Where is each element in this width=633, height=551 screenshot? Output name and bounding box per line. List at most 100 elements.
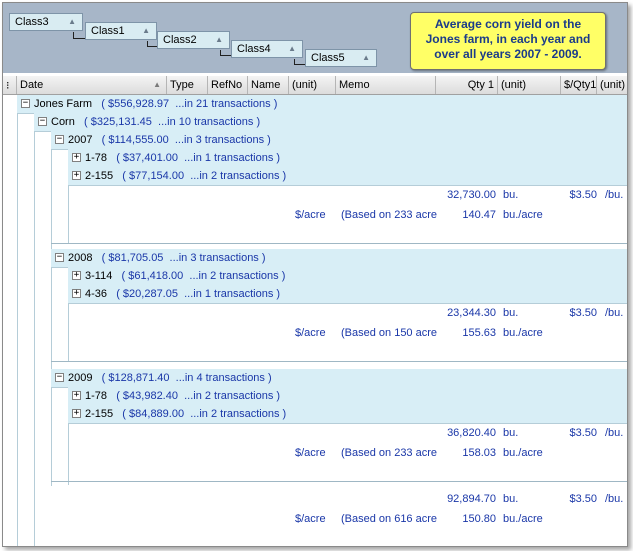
collapse-icon[interactable]: − xyxy=(55,252,64,262)
column-header-unit[interactable]: (unit) xyxy=(289,76,336,94)
group-crop-label: Corn ( $325,131.45 ...in 10 transactions… xyxy=(51,116,260,128)
group-year-row[interactable] xyxy=(51,369,627,387)
group-connector xyxy=(147,41,158,47)
group-year-row[interactable] xyxy=(51,131,627,149)
group-field-row[interactable] xyxy=(68,387,627,405)
year-total-per-acre-unit: $/acre xyxy=(295,209,326,221)
column-header-refno[interactable]: RefNo xyxy=(208,76,248,94)
group-field-row[interactable] xyxy=(68,149,627,167)
year-total-qty: 36,820.40 xyxy=(447,427,496,439)
group-field-row[interactable] xyxy=(68,267,627,285)
expand-icon[interactable]: + xyxy=(72,390,81,400)
expand-icon[interactable]: + xyxy=(72,288,81,298)
collapse-icon[interactable]: − xyxy=(38,116,47,126)
note-line: over all years 2007 - 2009. xyxy=(434,47,582,61)
year-total-memo: (Based on 150 acre xyxy=(341,327,438,339)
grand-total-per-acre-unit: $/acre xyxy=(295,513,326,525)
group-chip-class5[interactable]: Class5 ▲ xyxy=(305,49,377,67)
expand-icon[interactable]: + xyxy=(72,170,81,180)
column-header-qty1[interactable]: Qty 1 xyxy=(436,76,498,94)
group-name: Jones Farm xyxy=(34,98,93,110)
collapse-icon[interactable]: − xyxy=(55,372,64,382)
group-chip-label: Class2 xyxy=(163,34,197,46)
collapse-icon[interactable]: − xyxy=(55,134,64,144)
group-field-label: 2-155 ( $84,889.00 ...in 2 transactions … xyxy=(85,408,286,420)
column-header-qty-unit[interactable]: (unit) xyxy=(498,76,561,94)
year-total-per-acre-unit: $/acre xyxy=(295,327,326,339)
group-year-label: 2009 ( $128,871.40 ...in 4 transactions … xyxy=(68,372,272,384)
group-name: 3-114 xyxy=(85,270,113,282)
grand-total-yield: 150.80 xyxy=(462,513,496,525)
group-connector xyxy=(220,50,231,56)
section-divider xyxy=(51,481,627,482)
group-summary: ( $43,982.40 ...in 2 transactions ) xyxy=(107,390,281,402)
sort-ascending-icon: ▲ xyxy=(362,53,370,62)
year-total-yield-unit: bu./acre xyxy=(503,209,543,221)
row-divider xyxy=(68,423,627,424)
section-divider xyxy=(51,361,627,362)
group-summary: ( $128,871.40 ...in 4 transactions ) xyxy=(92,372,272,384)
group-summary: ( $325,131.45 ...in 10 transactions ) xyxy=(74,116,261,128)
group-chip-class1[interactable]: Class1 ▲ xyxy=(85,22,157,40)
group-field-row[interactable] xyxy=(68,167,627,185)
callout-note: Average corn yield on the Jones farm, in… xyxy=(410,12,606,70)
year-total-yield-unit: bu./acre xyxy=(503,447,543,459)
expand-icon[interactable]: + xyxy=(72,408,81,418)
group-chip-class4[interactable]: Class4 ▲ xyxy=(231,40,303,58)
group-name: 1-78 xyxy=(85,152,108,164)
collapse-icon[interactable]: − xyxy=(21,98,30,108)
year-total-price: $3.50 xyxy=(569,189,597,201)
expand-icon[interactable]: + xyxy=(72,152,81,162)
group-chip-label: Class4 xyxy=(237,43,271,55)
group-by-band: Class3 ▲ Class1 ▲ Class2 ▲ Class4 ▲ Clas… xyxy=(3,3,627,73)
group-crop-row[interactable] xyxy=(34,113,627,131)
group-field-label: 1-78 ( $43,982.40 ...in 2 transactions ) xyxy=(85,390,280,402)
group-name: 2-155 xyxy=(85,408,114,420)
sort-ascending-icon: ▲ xyxy=(142,26,150,35)
year-total-yield: 140.47 xyxy=(462,209,496,221)
group-connector xyxy=(294,59,305,65)
row-selector-icon[interactable]: ⁝ xyxy=(3,76,17,94)
grand-total-yield-unit: bu./acre xyxy=(503,513,543,525)
tree-line xyxy=(68,267,69,361)
group-chip-class3[interactable]: Class3 ▲ xyxy=(9,13,83,31)
report-window: Class3 ▲ Class1 ▲ Class2 ▲ Class4 ▲ Clas… xyxy=(2,2,628,547)
year-total-per-acre-unit: $/acre xyxy=(295,447,326,459)
group-farm-row[interactable] xyxy=(17,95,627,113)
group-field-row[interactable] xyxy=(68,405,627,423)
column-header-name[interactable]: Name xyxy=(248,76,289,94)
group-field-label: 1-78 ( $37,401.00 ...in 1 transactions ) xyxy=(85,152,280,164)
group-year-row[interactable] xyxy=(51,249,627,267)
sort-ascending-icon: ▲ xyxy=(153,80,161,89)
group-chip-class2[interactable]: Class2 ▲ xyxy=(157,31,230,49)
grand-total-price: $3.50 xyxy=(569,493,597,505)
column-header-type[interactable]: Type xyxy=(167,76,208,94)
year-total-qty: 32,730.00 xyxy=(447,189,496,201)
group-name: 2-155 xyxy=(85,170,114,182)
group-field-label: 3-114 ( $61,418.00 ...in 2 transactions … xyxy=(85,270,285,282)
column-header-date[interactable]: Date ▲ xyxy=(17,76,167,94)
note-line: Average corn yield on the xyxy=(434,17,582,31)
group-connector xyxy=(73,32,86,39)
group-name: 2008 xyxy=(68,252,93,264)
group-summary: ( $84,889.00 ...in 2 transactions ) xyxy=(113,408,287,420)
group-name: 4-36 xyxy=(85,288,108,300)
column-header-label: Date xyxy=(20,79,44,91)
group-name: Corn xyxy=(51,116,75,128)
year-total-memo: (Based on 233 acre xyxy=(341,447,438,459)
column-header-price-per-qty[interactable]: $/Qty1 xyxy=(561,76,597,94)
column-header-memo[interactable]: Memo xyxy=(336,76,436,94)
year-total-qty-unit: bu. xyxy=(503,427,519,439)
year-total-qty-unit: bu. xyxy=(503,307,519,319)
grand-total-price-unit: /bu. xyxy=(605,493,624,505)
tree-line xyxy=(68,149,69,243)
tree-line xyxy=(17,95,18,546)
group-summary: ( $114,555.00 ...in 3 transactions ) xyxy=(92,134,271,146)
group-name: 2007 xyxy=(68,134,93,146)
year-total-price-unit: /bu. xyxy=(605,189,624,201)
column-header-row: ⁝ Date ▲ Type RefNo Name (unit) Memo Qty… xyxy=(3,76,627,95)
group-field-label: 4-36 ( $20,287.05 ...in 1 transactions ) xyxy=(85,288,280,300)
expand-icon[interactable]: + xyxy=(72,270,81,280)
column-header-price-unit[interactable]: (unit) xyxy=(597,76,627,94)
group-field-row[interactable] xyxy=(68,285,627,303)
